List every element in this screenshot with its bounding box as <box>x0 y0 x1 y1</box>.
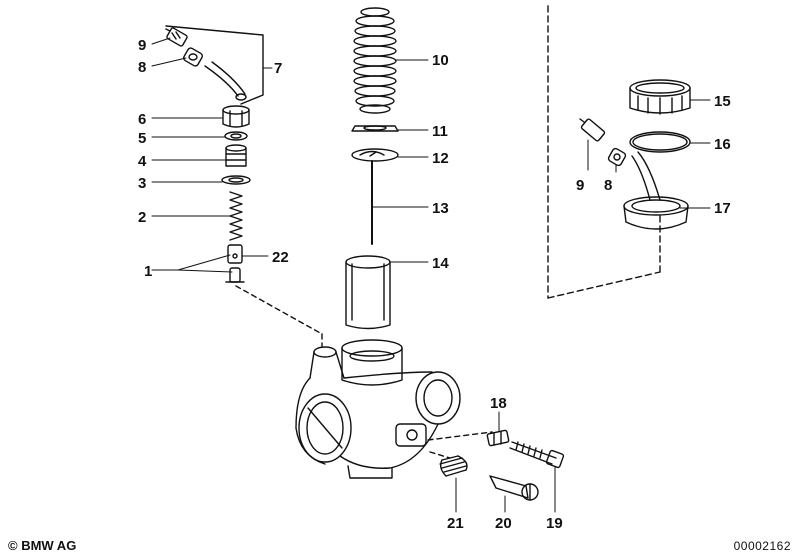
label-1: 1 <box>144 263 152 280</box>
label-20: 20 <box>495 515 512 532</box>
document-number: 00002162 <box>733 539 791 553</box>
label-15: 15 <box>714 93 731 110</box>
bracket-lines-7 <box>165 25 264 105</box>
label-16: 16 <box>714 136 731 153</box>
retainer-plate-part-11 <box>351 125 399 132</box>
float-bowl-nut-part-15 <box>629 79 691 115</box>
needle-seat-part-1 <box>225 267 245 283</box>
label-9-left: 9 <box>138 37 146 54</box>
label-18: 18 <box>490 395 507 412</box>
banjo-screw-part-9 <box>165 27 188 47</box>
label-22: 22 <box>272 249 289 266</box>
copyright-notice: © BMW AG <box>8 538 77 553</box>
label-3: 3 <box>138 175 146 192</box>
label-8-left: 8 <box>138 59 146 76</box>
needle-clip-plate-part-12 <box>351 148 399 162</box>
label-19: 19 <box>546 515 563 532</box>
label-7: 7 <box>274 60 282 77</box>
label-2: 2 <box>138 209 146 226</box>
banjo-fitting-part-8-right <box>607 147 627 167</box>
leader-lines <box>151 37 711 513</box>
label-11: 11 <box>432 123 448 140</box>
spring-part-21 <box>439 455 468 477</box>
label-21: 21 <box>447 515 464 532</box>
carburetor-body <box>295 339 461 479</box>
dashed-guide-left <box>235 285 323 347</box>
label-8-right: 8 <box>604 177 612 194</box>
jet-holder-part-4 <box>225 144 247 167</box>
banjo-fitting-part-8 <box>182 47 204 67</box>
vent-tube-part-7 <box>204 61 247 101</box>
spring-part-2 <box>229 191 243 241</box>
dashed-guide-right <box>427 431 493 459</box>
idle-screw-part-19 <box>509 441 565 469</box>
label-6: 6 <box>138 111 146 128</box>
label-14: 14 <box>432 255 449 272</box>
label-13: 13 <box>432 200 449 217</box>
label-9-right: 9 <box>576 177 584 194</box>
washer-part-3 <box>221 175 251 185</box>
label-10: 10 <box>432 52 449 69</box>
throttle-slide-part-14 <box>345 255 391 330</box>
dashed-boundary <box>547 5 661 299</box>
banjo-screw-part-9-right <box>579 118 606 142</box>
cap-nut-part-6 <box>222 105 250 128</box>
label-12: 12 <box>432 150 449 167</box>
float-needle-part-22 <box>227 244 243 264</box>
label-4: 4 <box>138 153 147 170</box>
washer-part-5 <box>224 131 248 141</box>
label-17: 17 <box>714 200 731 217</box>
label-5: 5 <box>138 130 146 147</box>
nut-part-18 <box>486 429 510 447</box>
part-labels: 9 8 7 6 5 4 3 2 22 1 10 11 12 13 14 15 1… <box>138 37 731 532</box>
gasket-part-16 <box>629 131 691 153</box>
float-bowl-part-17 <box>623 151 689 230</box>
mixture-screw-part-20 <box>489 475 539 501</box>
throttle-spring-part-10 <box>353 7 397 114</box>
